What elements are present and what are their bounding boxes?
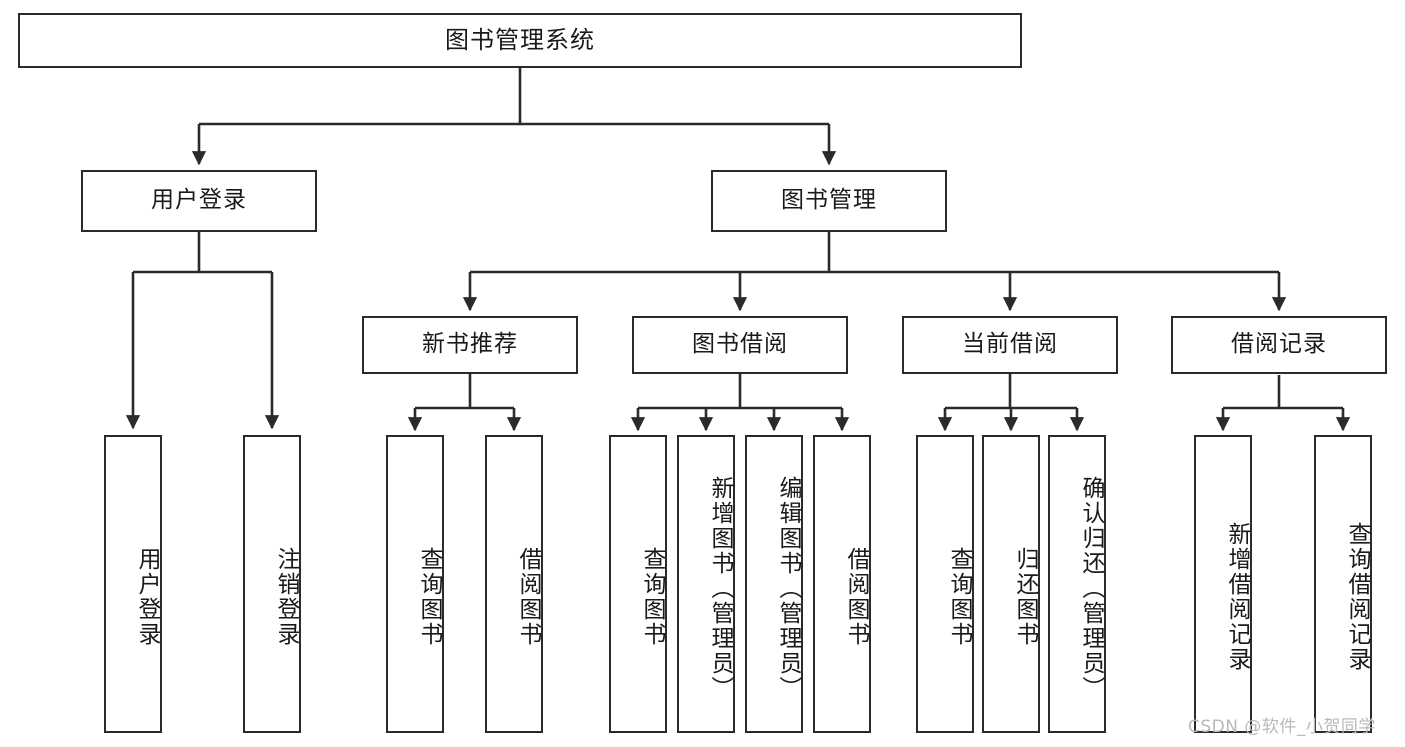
node-label: 图书管理系统 [445, 26, 595, 55]
leaf-confirm-return-admin[interactable]: 确认归还（管理员） [1048, 435, 1106, 733]
node-label: 当前借阅 [962, 331, 1058, 358]
node-label: 新书推荐 [422, 331, 518, 358]
node-label: 图书借阅 [692, 331, 788, 358]
leaf-return-books[interactable]: 归还图书 [982, 435, 1040, 733]
node-label: 查询图书 [416, 547, 442, 647]
leaf-edit-book-admin[interactable]: 编辑图书（管理员） [745, 435, 803, 733]
leaf-add-book-admin[interactable]: 新增图书（管理员） [677, 435, 735, 733]
node-new-book-recommendation[interactable]: 新书推荐 [362, 316, 578, 374]
node-label: 用户登录 [151, 187, 247, 214]
node-label: 新增图书（管理员） [707, 475, 733, 701]
node-label: 查询借阅记录 [1344, 522, 1370, 672]
leaf-add-borrow-record[interactable]: 新增借阅记录 [1194, 435, 1252, 733]
node-label: 借阅图书 [515, 547, 541, 647]
node-label: 用户登录 [134, 547, 160, 647]
leaf-logout[interactable]: 注销登录 [243, 435, 301, 733]
node-label: 归还图书 [1012, 547, 1038, 647]
node-label: 查询图书 [639, 547, 665, 647]
node-label: 借阅图书 [843, 547, 869, 647]
leaf-query-books-current[interactable]: 查询图书 [916, 435, 974, 733]
leaf-borrow-books-borrow[interactable]: 借阅图书 [813, 435, 871, 733]
node-label: 注销登录 [273, 547, 299, 647]
node-label: 查询图书 [946, 547, 972, 647]
leaf-query-books-borrow[interactable]: 查询图书 [609, 435, 667, 733]
leaf-borrow-books-new[interactable]: 借阅图书 [485, 435, 543, 733]
node-label: 新增借阅记录 [1224, 522, 1250, 672]
csdn-watermark: CSDN @软件_小贺同学 [1188, 717, 1376, 737]
node-label: 借阅记录 [1231, 331, 1327, 358]
node-book-management[interactable]: 图书管理 [711, 170, 947, 232]
node-label: 编辑图书（管理员） [775, 475, 801, 701]
node-borrowing-records[interactable]: 借阅记录 [1171, 316, 1387, 374]
node-user-login[interactable]: 用户登录 [81, 170, 317, 232]
node-label: 图书管理 [781, 187, 877, 214]
leaf-query-borrow-record[interactable]: 查询借阅记录 [1314, 435, 1372, 733]
leaf-query-books-new[interactable]: 查询图书 [386, 435, 444, 733]
node-root-book-management-system[interactable]: 图书管理系统 [18, 13, 1022, 68]
leaf-user-login[interactable]: 用户登录 [104, 435, 162, 733]
node-book-borrowing[interactable]: 图书借阅 [632, 316, 848, 374]
node-current-borrowing[interactable]: 当前借阅 [902, 316, 1118, 374]
node-label: 确认归还（管理员） [1078, 475, 1104, 701]
